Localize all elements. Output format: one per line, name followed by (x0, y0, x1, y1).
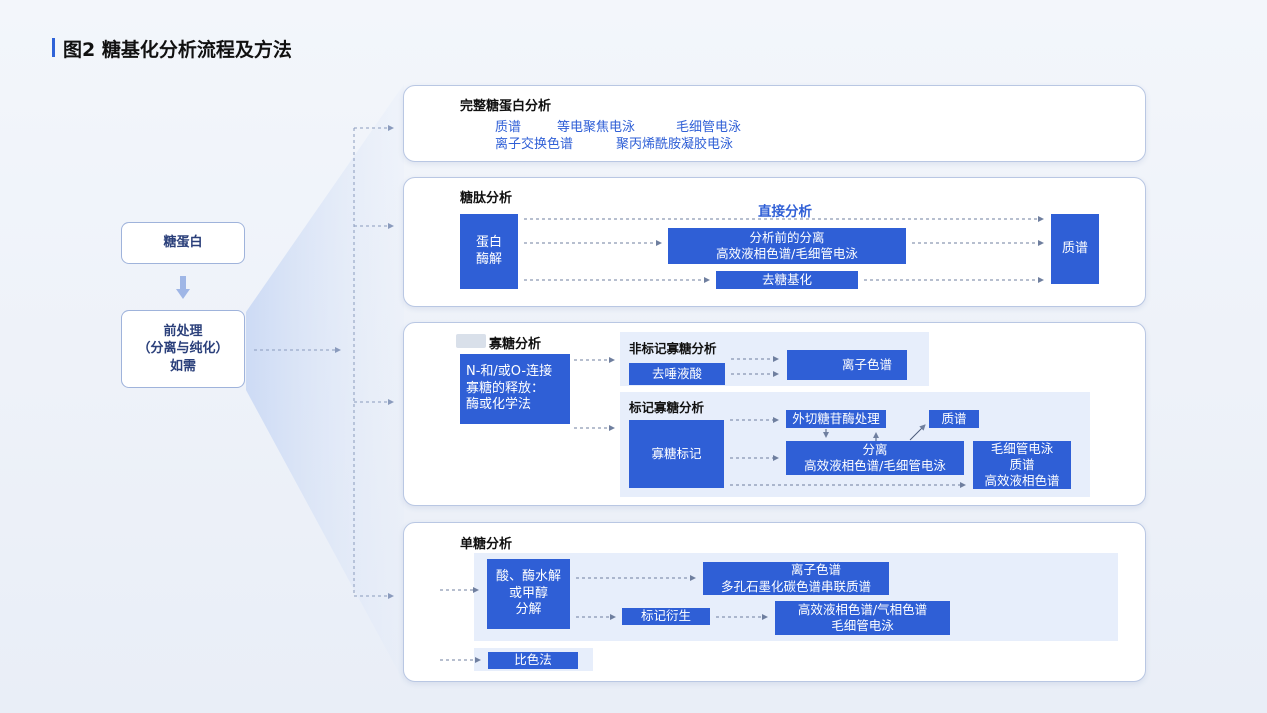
intact-method-ms: 质谱 (495, 120, 522, 135)
unlabeled-title: 非标记寡糖分析 (629, 341, 717, 356)
deglycosylation-box: 去糖基化 (716, 271, 858, 289)
exoglycosidase-label: 外切糖苷酶处理 (792, 410, 880, 426)
mono-ion-chrom-box: 离子色谱 多孔石墨化碳色谱串联质谱 (703, 562, 889, 595)
separation-line1: 分析前的分离 (749, 229, 825, 245)
desialylation-label: 去唾液酸 (651, 365, 702, 381)
exoglycosidase-box: 外切糖苷酶处理 (786, 410, 886, 428)
mono-ion-chrom-line1: 离子色谱 (790, 562, 841, 578)
colorimetric-box: 比色法 (488, 652, 578, 669)
unlabeled-ion-chrom-label: 离子色谱 (841, 356, 892, 372)
separation-line2: 高效液相色谱/毛细管电泳 (716, 246, 858, 261)
hydrolysis-line2: 或甲醇 (508, 585, 548, 601)
intact-method-page: 聚丙烯酰胺凝胶电泳 (616, 137, 734, 152)
unlabeled-ion-chrom-box: 离子色谱 (787, 350, 907, 380)
pretreatment-line1: 前处理 (163, 323, 203, 339)
release-line1: N-和/或O-连接 (466, 363, 553, 379)
hydrolysis-box: 酸、酶水解 或甲醇 分解 (487, 559, 570, 629)
glycopeptide-panel-title: 糖肽分析 (460, 191, 513, 206)
intact-panel-title: 完整糖蛋白分析 (460, 99, 552, 114)
glycan-labeling-label: 寡糖标记 (651, 445, 702, 461)
release-line2: 寡糖的释放： (466, 380, 545, 396)
derivatization-box: 标记衍生 (622, 608, 710, 625)
mono-hplc-box: 高效液相色谱/气相色谱 毛细管电泳 (775, 601, 950, 635)
glycoprotein-box: 糖蛋白 (121, 222, 245, 264)
deglyco-label: 去糖基化 (761, 271, 812, 287)
labeled-separation-box: 分离 高效液相色谱/毛细管电泳 (786, 441, 964, 475)
glycan-labeling-box: 寡糖标记 (629, 420, 724, 488)
glycopeptide-ms-label: 质谱 (1061, 240, 1088, 256)
glycoprotein-label: 糖蛋白 (163, 235, 203, 251)
intact-glycoprotein-panel (403, 85, 1146, 162)
oligosaccharide-panel-title: 寡糖分析 (489, 337, 542, 352)
colorimetric-label: 比色法 (514, 652, 552, 668)
labeled-title: 标记寡糖分析 (629, 400, 705, 415)
mono-ion-chrom-line2: 多孔石墨化碳色谱串联质谱 (720, 578, 871, 594)
intact-method-iex: 离子交换色谱 (495, 137, 574, 152)
results-line2: 质谱 (1009, 456, 1035, 472)
pretreatment-box: 前处理 （分离与纯化） 如需 (121, 310, 245, 388)
figure-title: 图2 糖基化分析流程及方法 (63, 39, 292, 61)
glycan-release-box: N-和/或O-连接 寡糖的释放： 酶或化学法 (460, 354, 570, 424)
glycopeptide-ms-box: 质谱 (1051, 214, 1099, 284)
intact-method-ce: 毛细管电泳 (676, 120, 742, 135)
digest-line2: 酶解 (475, 251, 502, 267)
release-line3: 酶或化学法 (466, 397, 532, 413)
pretreatment-line3: 如需 (169, 358, 196, 374)
results-line3: 高效液相色谱 (984, 473, 1060, 489)
hydrolysis-line3: 分解 (515, 602, 542, 618)
mono-hplc-line2: 毛细管电泳 (831, 618, 894, 633)
intact-method-ief: 等电聚焦电泳 (557, 120, 636, 135)
title-accent-bar (52, 38, 55, 57)
mono-hplc-line1: 高效液相色谱/气相色谱 (797, 601, 928, 617)
monosaccharide-panel-title: 单糖分析 (460, 537, 513, 552)
results-line1: 毛细管电泳 (990, 440, 1054, 456)
pre-separation-box: 分析前的分离 高效液相色谱/毛细管电泳 (668, 228, 906, 264)
labeled-ms-box: 质谱 (929, 410, 979, 428)
labeled-results-box: 毛细管电泳 质谱 高效液相色谱 (973, 441, 1071, 489)
labeled-separation-line2: 高效液相色谱/毛细管电泳 (804, 458, 946, 473)
derivatization-label: 标记衍生 (640, 608, 691, 624)
labeled-separation-line1: 分离 (862, 441, 888, 457)
protein-digestion-box: 蛋白 酶解 (460, 214, 518, 289)
digest-line1: 蛋白 (475, 234, 502, 250)
labeled-ms-label: 质谱 (941, 410, 967, 426)
desialylation-box: 去唾液酸 (629, 363, 725, 385)
redacted-mark (456, 334, 486, 348)
pretreatment-line2: （分离与纯化） (137, 341, 229, 357)
direct-analysis-label: 直接分析 (758, 204, 812, 220)
hydrolysis-line1: 酸、酶水解 (495, 568, 561, 584)
